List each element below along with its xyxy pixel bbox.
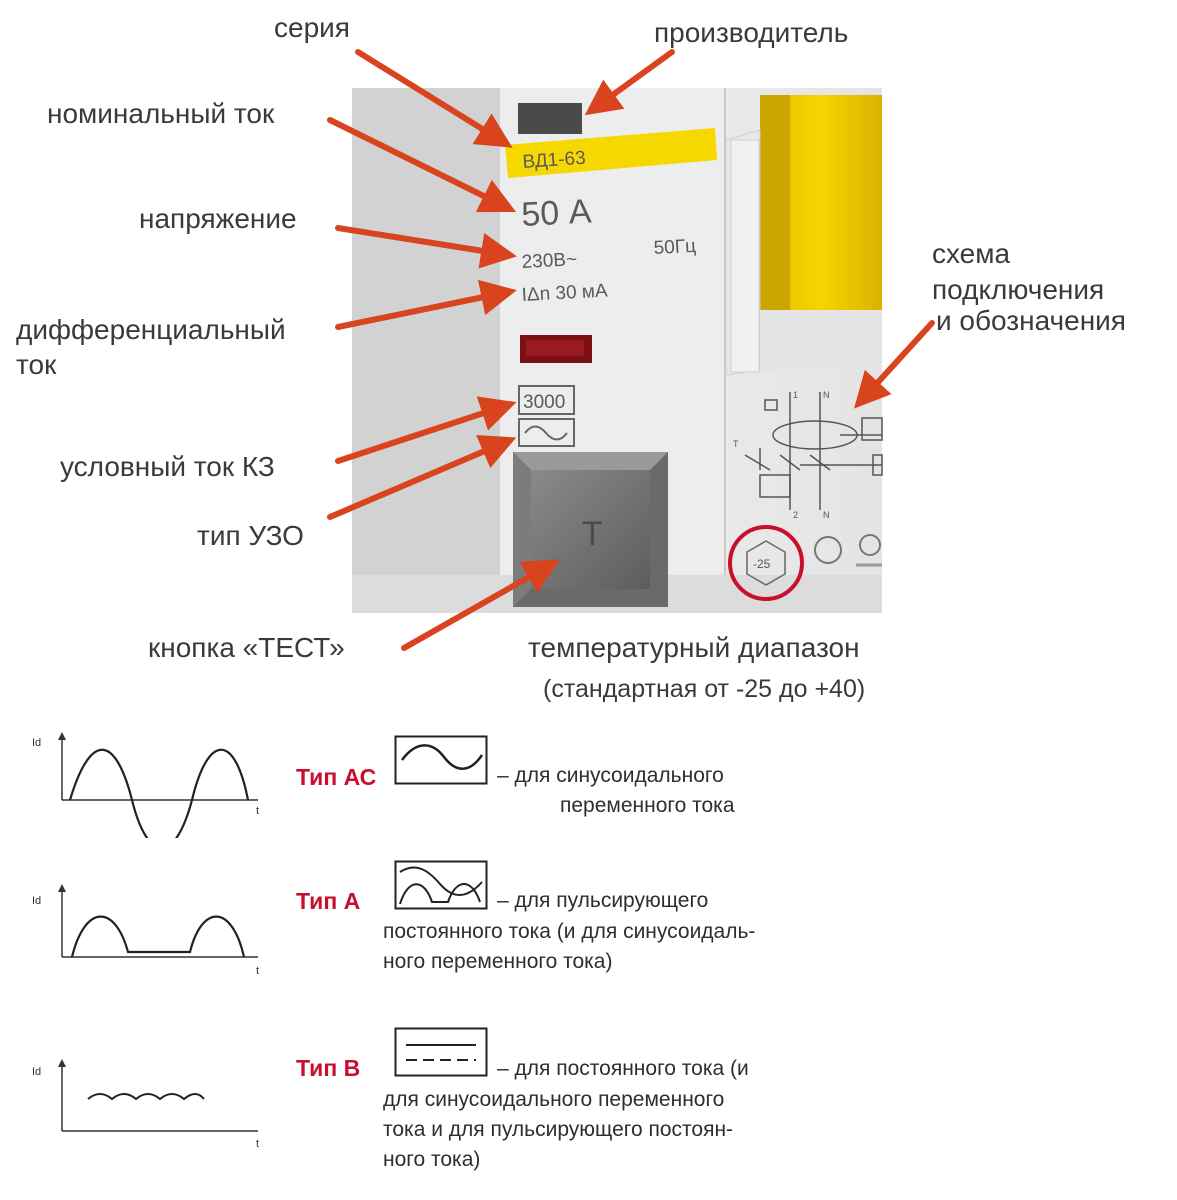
arrow-voltage <box>335 225 517 269</box>
arrow-manufacturer <box>584 49 675 116</box>
type-a-desc-line1: – для пульсирующего <box>497 889 709 912</box>
device-diff-current-text: IΔn 30 мА <box>521 281 608 306</box>
type-ac-desc-line2: переменного тока <box>560 794 735 817</box>
breaking-capacity-box: 3000 <box>518 385 575 415</box>
callout-diff-current-line1: дифференциальный <box>16 314 286 345</box>
type-a-desc-line2: постоянного тока (и для синусоидаль- <box>383 920 756 943</box>
temperature-mark: -25 <box>728 525 804 601</box>
device-voltage-text: 230В~ <box>521 249 578 273</box>
rcd-type-symbol <box>518 418 575 447</box>
scheme-terminal-2: 2 <box>793 510 798 520</box>
toggle-handle <box>725 95 882 376</box>
callout-series: серия <box>274 12 350 43</box>
scheme-terminal-t: T <box>733 439 739 449</box>
device-series-text: ВД1-63 <box>522 148 586 173</box>
type-b-desc-line3: тока и для пульсирующего постоян- <box>383 1118 734 1141</box>
type-b-desc-line1: – для постоянного тока (и <box>497 1057 749 1080</box>
manufacturer-logo <box>518 103 582 134</box>
scheme-terminal-n-bottom: N <box>823 510 830 520</box>
callout-test-button: кнопка «ТЕСТ» <box>148 632 345 663</box>
temperature-mark-text: -25 <box>753 557 771 571</box>
connection-scheme: 1 N 2 N T <box>733 390 883 520</box>
rcd-device-illustration: ВД1-63 50 А 230В~ IΔn 30 мА 50Гц 3000 T <box>327 49 935 651</box>
graph-ac-x-label: t <box>256 805 259 817</box>
graph-type-b: Id t <box>32 1059 259 1150</box>
arrow-short-circuit <box>335 396 517 464</box>
graph-b-x-label: t <box>256 1138 259 1150</box>
callout-temperature-line2: (стандартная от -25 до +40) <box>543 675 866 703</box>
breaking-capacity-text: 3000 <box>523 392 565 413</box>
callout-scheme-line1: схема <box>932 238 1011 269</box>
certification-marks <box>814 534 882 567</box>
device-current-text: 50 А <box>520 192 592 234</box>
callout-scheme-line3: и обозначения <box>936 305 1126 336</box>
type-b-symbol-icon <box>394 1027 488 1077</box>
callout-rcd-type: тип УЗО <box>197 520 304 551</box>
callout-manufacturer: производитель <box>654 17 849 48</box>
arrow-diff-current <box>335 279 517 330</box>
scheme-terminal-n-top: N <box>823 390 830 400</box>
graph-ac-y-label: Id <box>32 737 41 749</box>
type-ac-name: Тип АС <box>296 764 377 790</box>
scheme-terminal-1: 1 <box>793 390 798 400</box>
type-b-desc-line4: ного тока) <box>383 1148 481 1171</box>
type-b-name: Тип В <box>296 1055 361 1081</box>
arrow-scheme <box>853 320 935 409</box>
device-frequency-text: 50Гц <box>653 236 696 259</box>
arrow-rated-current <box>327 117 517 213</box>
arrow-rcd-type <box>327 435 517 520</box>
type-ac-symbol-icon <box>394 735 488 785</box>
type-ac-desc-line1: – для синусоидального <box>497 764 724 787</box>
type-b-desc-line2: для синусоидального переменного <box>383 1088 725 1111</box>
callout-voltage: напряжение <box>139 203 297 234</box>
type-a-name: Тип А <box>296 888 361 914</box>
type-a-symbol-icon <box>394 860 488 910</box>
graph-type-a: Id t <box>32 884 259 977</box>
arrow-series <box>355 49 513 148</box>
test-button: T <box>513 452 668 607</box>
series-label-strip: ВД1-63 <box>505 128 717 178</box>
callout-diff-current-line2: ток <box>16 349 57 380</box>
callout-temperature-line1: температурный диапазон <box>528 632 860 663</box>
type-a-desc-line3: ного переменного тока) <box>383 950 613 973</box>
arrow-test-button <box>401 559 560 651</box>
test-button-letter: T <box>582 515 603 553</box>
graph-type-ac: Id t <box>32 732 259 838</box>
callout-arrows <box>327 49 935 651</box>
callout-scheme-line2: подключения <box>932 274 1105 305</box>
graph-a-x-label: t <box>256 965 259 977</box>
graph-a-y-label: Id <box>32 895 41 907</box>
graph-b-y-label: Id <box>32 1066 41 1078</box>
callout-rated-current: номинальный ток <box>47 98 275 129</box>
callout-short-circuit: условный ток КЗ <box>60 451 275 482</box>
